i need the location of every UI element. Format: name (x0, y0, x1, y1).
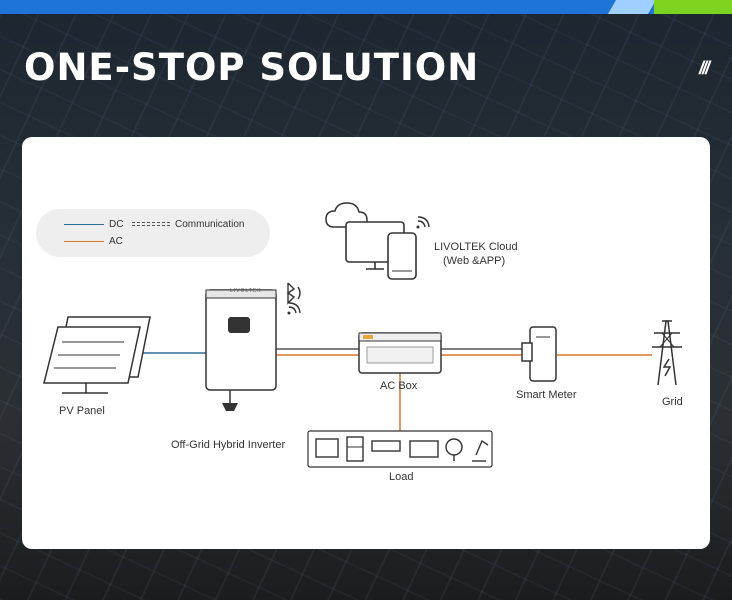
wifi-icon-cloud (416, 216, 430, 229)
ac-box-icon (358, 332, 442, 374)
legend-comm-line-2 (132, 225, 170, 226)
inverter-label: Off-Grid Hybrid Inverter (171, 439, 286, 451)
grid-label: Grid (662, 396, 683, 408)
legend-communication-label: Communication (175, 219, 245, 230)
pv-panel-icon (43, 316, 151, 394)
cloud-icon (325, 202, 417, 280)
legend-comm-line (132, 222, 170, 223)
legend-ac-label: AC (109, 236, 123, 247)
smart-meter-icon (521, 326, 557, 382)
page-title: ONE-STOP SOLUTION (24, 46, 480, 89)
ac-box-label: AC Box (380, 380, 418, 392)
cloud-sub-label: (Web &APP) (443, 255, 506, 267)
legend-dc-label: DC (109, 219, 124, 230)
accent-stripe-green (654, 0, 732, 14)
accent-stripe (607, 0, 657, 14)
legend-dc-line (64, 224, 104, 225)
smart-meter-label: Smart Meter (516, 389, 577, 401)
load-label: Load (389, 471, 414, 483)
wifi-icon-inverter (287, 302, 301, 315)
washer-icon (315, 438, 339, 458)
decorative-slashes: /// (698, 58, 710, 78)
fridge-icon (346, 436, 364, 462)
top-accent-bar (0, 0, 732, 14)
diagram-card: DC Communication AC (22, 137, 710, 549)
legend-ac-line (64, 241, 104, 242)
diagram-svg (43, 202, 682, 468)
inverter-icon (205, 289, 277, 411)
bluetooth-icon (286, 282, 301, 305)
legend: DC Communication AC (36, 209, 270, 257)
cloud-label: LIVOLTEK Cloud (434, 241, 518, 253)
printer-icon (409, 440, 439, 458)
grid-tower-icon (652, 320, 682, 386)
fan-icon (445, 438, 463, 456)
pv-panel-label: PV Panel (59, 405, 105, 417)
air-conditioner-icon (371, 440, 401, 452)
load-box (307, 430, 493, 468)
lamp-icon (475, 439, 489, 456)
inverter-brand-label: LIVOLTEK (230, 288, 262, 294)
